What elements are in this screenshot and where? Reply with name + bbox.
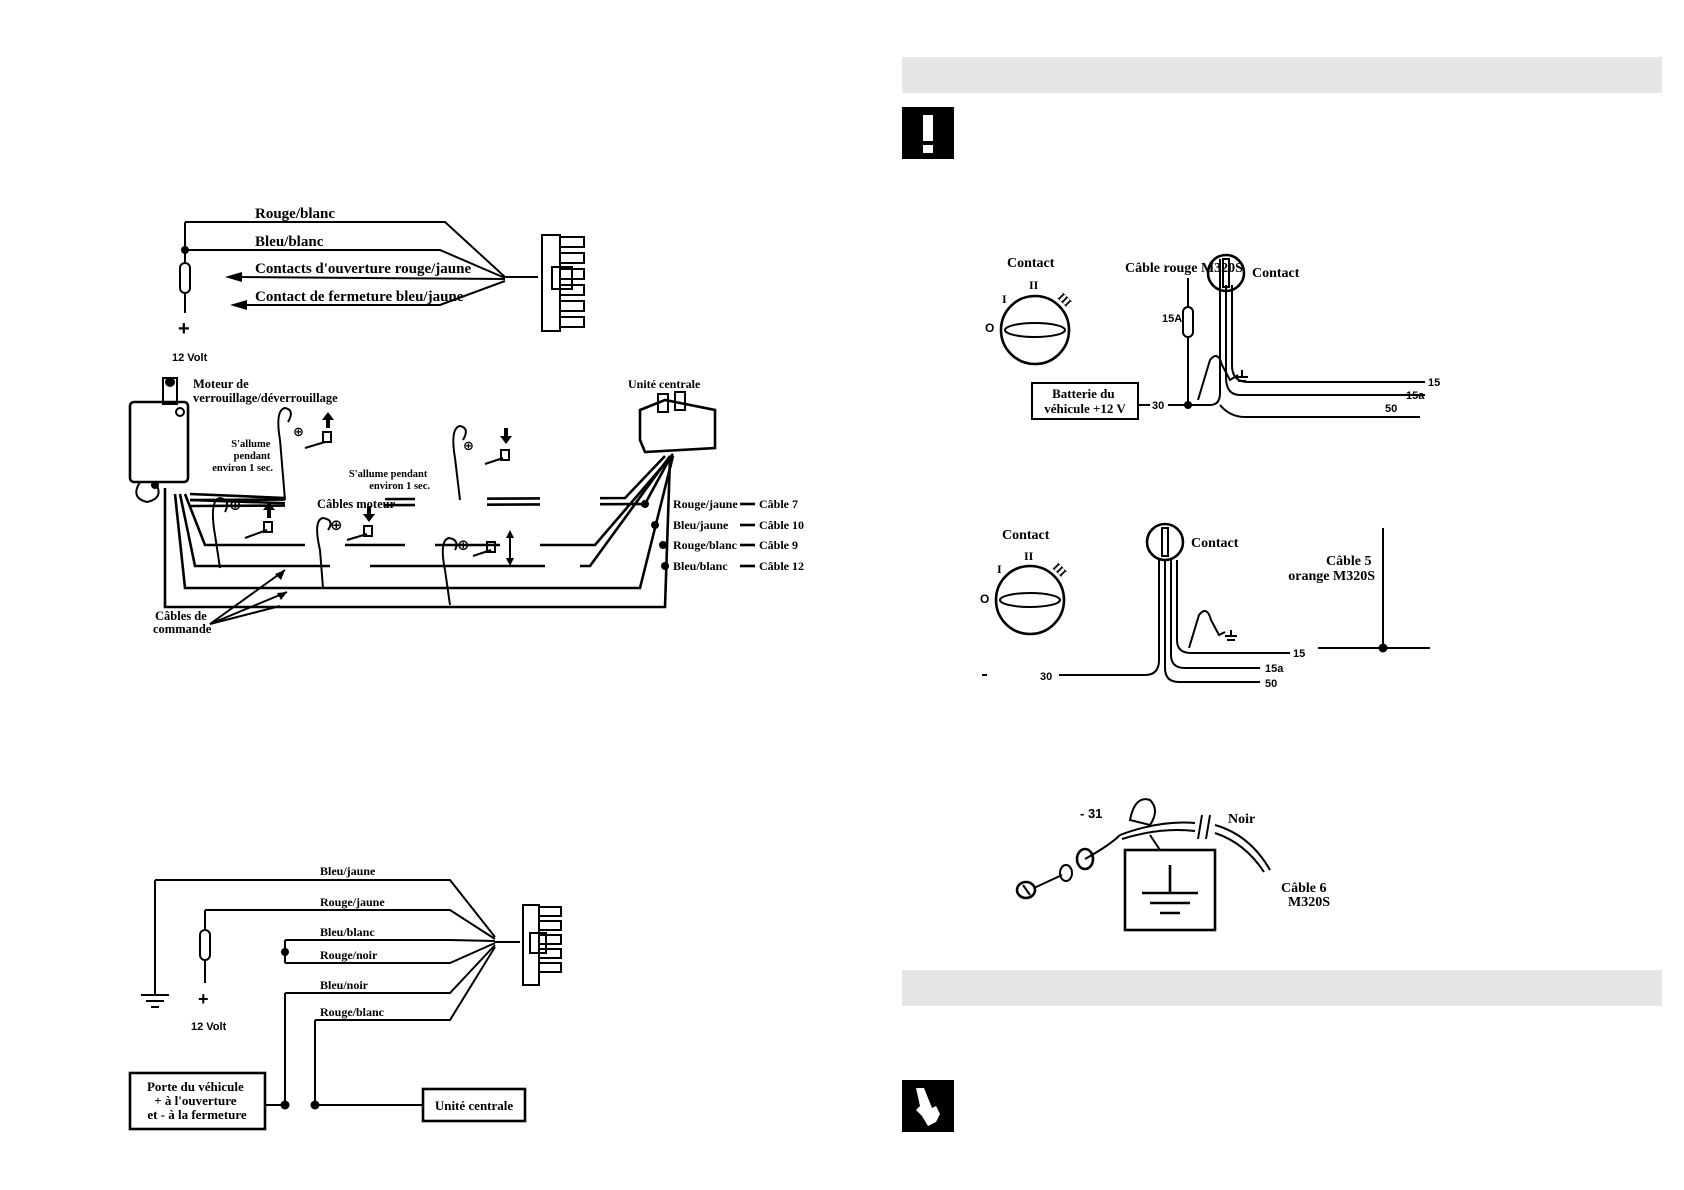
- connector-plug: [541, 234, 585, 332]
- svg-text:⊕: ⊕: [463, 438, 474, 453]
- fuse-label: 15A: [1162, 313, 1182, 325]
- test-lamp-icon: [1197, 355, 1248, 401]
- terminal-label: 15a: [1406, 390, 1425, 402]
- power-label: 12 Volt: [172, 352, 208, 364]
- top-connector-diagram: + 12 Volt Rouge/blanc Bleu/blanc Contact…: [172, 206, 585, 364]
- fuse-icon: [179, 262, 191, 294]
- connection-color: Rouge/blanc: [673, 538, 738, 552]
- position-label: O: [980, 592, 989, 606]
- test-lamp-icon: ⊕: [211, 496, 275, 569]
- cable-label: Câble rouge M320S: [1125, 261, 1243, 276]
- contact-key-icon: [1206, 253, 1246, 293]
- ignition-diagram-1: Contact O I II III Câble rouge M320S 15A…: [985, 253, 1440, 420]
- switch-label: Contact: [1007, 256, 1055, 271]
- connection-cable: Câble 12: [759, 559, 804, 573]
- connector-plug: [522, 904, 562, 986]
- wire-label: Bleu/noir: [320, 978, 369, 992]
- ground-connection-diagram: - 31 Noir Câble 6 M320S: [1015, 798, 1330, 932]
- plus-sign: +: [198, 989, 209, 1009]
- terminal-label: 50: [1265, 678, 1277, 690]
- screw-icon: [1015, 847, 1095, 900]
- position-label: O: [985, 321, 994, 335]
- contact-label: Contact: [1252, 266, 1300, 281]
- svg-text:⊕: ⊕: [229, 497, 242, 514]
- ignition-switch-icon: [994, 564, 1066, 636]
- terminal-label: 50: [1385, 403, 1397, 415]
- door-box-label: Porte du véhicule + à l'ouverture et - à…: [147, 1079, 247, 1122]
- connection-color: Bleu/blanc: [673, 559, 728, 573]
- lights-up-note: S'allume pendant environ 1 sec.: [212, 439, 273, 474]
- central-unit-box: [421, 1087, 527, 1123]
- fuse-icon: [1182, 306, 1194, 338]
- warning-icon: [902, 107, 954, 159]
- central-unit: [638, 391, 717, 454]
- cable-6-label: Câble 6 M320S: [1281, 881, 1330, 910]
- wire-label: Rouge/jaune: [320, 895, 385, 909]
- ignition-switch-icon: [999, 294, 1071, 366]
- connection-cable: Câble 10: [759, 518, 804, 532]
- wire-icon: [1119, 821, 1196, 836]
- battery-box: [1031, 382, 1139, 420]
- position-label: III: [1050, 560, 1070, 580]
- power-label: 12 Volt: [191, 1021, 227, 1033]
- central-unit-box-label: Unité centrale: [435, 1098, 514, 1113]
- lights-up-note: S'allume pendant environ 1 sec.: [349, 469, 430, 492]
- ground-icon: [141, 994, 169, 1008]
- terminal-label: 15a: [1265, 663, 1284, 675]
- position-label: III: [1055, 290, 1075, 310]
- connection-cable: Câble 9: [759, 538, 798, 552]
- wire-label: Contact de fermeture bleu/jaune: [255, 289, 464, 305]
- svg-text:⊕: ⊕: [457, 537, 470, 554]
- contact-key-icon: [1145, 522, 1185, 562]
- wire-label: Contacts d'ouverture rouge/jaune: [255, 261, 471, 277]
- ground-symbol-icon: [1123, 848, 1217, 932]
- terminal-label: 30: [1040, 671, 1052, 683]
- test-lamp-icon: [1188, 610, 1237, 649]
- switch-label: Contact: [1002, 528, 1050, 543]
- section-header-bar: [902, 970, 1662, 1006]
- wire-label: Bleu/jaune: [320, 864, 376, 878]
- wire-label: Rouge/blanc: [255, 206, 335, 222]
- test-lamp-icon: ⊕: [441, 530, 514, 606]
- pointing-hand-icon: [902, 1080, 954, 1132]
- door-box: [128, 1071, 267, 1131]
- position-label: II: [1029, 278, 1039, 292]
- motor-cables-label: Câbles moteur: [317, 497, 396, 511]
- motor-wiring-diagram: Moteur de verrouillage/déverrouillage Un…: [128, 377, 804, 636]
- svg-text:⊕: ⊕: [330, 517, 343, 534]
- position-label: I: [997, 562, 1002, 576]
- door-wiring-diagram: + 12 Volt Bleu/jaune Rouge/jaune Bleu/bl…: [128, 864, 562, 1131]
- terminal-label: 30: [1152, 400, 1164, 412]
- connection-cable: Câble 7: [759, 497, 798, 511]
- battery-label: Batterie du véhicule +12 V: [1044, 386, 1126, 416]
- position-label: II: [1024, 549, 1034, 563]
- wire-label: Bleu/blanc: [255, 234, 324, 250]
- command-cables-label: Câbles de commande: [153, 609, 212, 636]
- position-label: I: [1002, 292, 1007, 306]
- lock-motor: [128, 377, 190, 504]
- terminal-label: 15: [1293, 648, 1305, 660]
- terminal-label: - 31: [1080, 806, 1102, 821]
- test-lamp-icon: ⊕: [452, 424, 512, 501]
- cable-5-label: Câble 5 orange M320S: [1288, 554, 1375, 584]
- svg-text:⊕: ⊕: [293, 424, 304, 439]
- wire-label: Rouge/noir: [320, 948, 378, 962]
- section-header-bar: [902, 57, 1662, 93]
- wire-label: Noir: [1228, 812, 1255, 827]
- plus-sign: +: [178, 318, 190, 340]
- contact-label: Contact: [1191, 536, 1239, 551]
- central-unit-label: Unité centrale: [628, 377, 701, 391]
- wire-label: Rouge/blanc: [320, 1005, 385, 1019]
- connection-color: Rouge/jaune: [673, 497, 738, 511]
- wire-label: Bleu/blanc: [320, 925, 375, 939]
- connection-color: Bleu/jaune: [673, 518, 729, 532]
- ignition-diagram-2: Contact O I II III Contact 30 15 15a 50 …: [980, 522, 1430, 690]
- test-lamp-icon: ⊕: [316, 506, 375, 589]
- fuse-icon: [199, 929, 211, 961]
- test-lamp-icon: ⊕: [277, 406, 334, 501]
- motor-label: Moteur de verrouillage/déverrouillage: [193, 377, 338, 405]
- terminal-label: 15: [1428, 377, 1440, 389]
